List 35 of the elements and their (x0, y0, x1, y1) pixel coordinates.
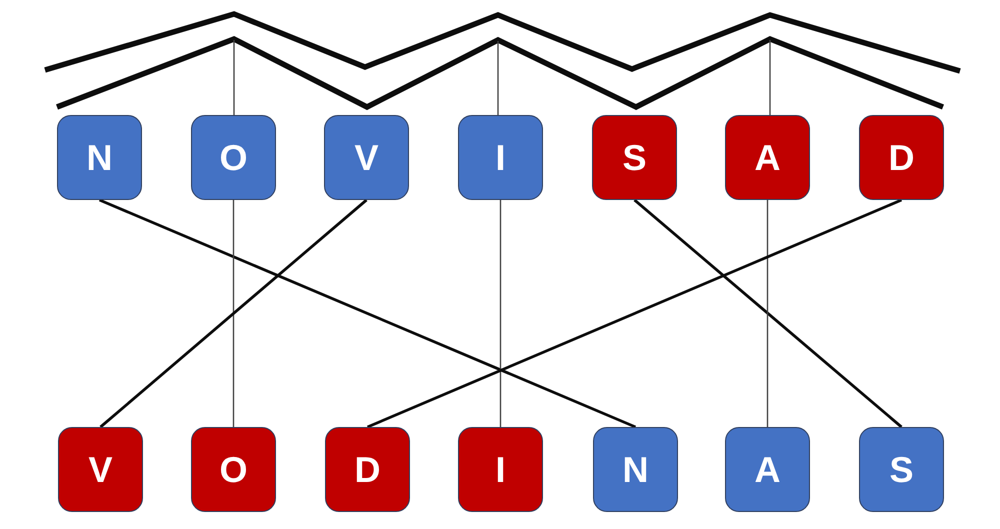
letter-tile (58, 427, 143, 512)
letter-tile (859, 115, 944, 200)
tile-letter: I (495, 452, 506, 488)
letter-tile (593, 427, 678, 512)
connector-line (98, 198, 636, 428)
connector-line (100, 198, 368, 428)
letter-tile (324, 115, 409, 200)
tile-letter: S (622, 140, 646, 176)
letter-tile (57, 115, 142, 200)
tile-letter: A (754, 140, 780, 176)
connector-line (634, 198, 902, 428)
tile-letter: N (86, 140, 112, 176)
connector-line (500, 200, 502, 427)
connector-line (766, 200, 768, 427)
tile-letter: V (88, 452, 112, 488)
tile-letter: V (354, 140, 378, 176)
tile-letter: O (219, 140, 248, 176)
tile-letter: S (889, 452, 914, 488)
letter-tile (725, 115, 810, 200)
tile-letter: D (888, 140, 914, 176)
letter-tile (458, 427, 543, 512)
tile-letter: D (354, 452, 380, 488)
letter-tile (859, 427, 944, 512)
letter-tile (191, 427, 276, 512)
letter-tile (725, 427, 810, 512)
tile-letter: I (495, 140, 506, 176)
letter-tile (458, 115, 543, 200)
tile-letter: A (754, 452, 780, 488)
tile-letter: N (622, 452, 648, 488)
connector-line (366, 198, 902, 428)
letter-tile (592, 115, 677, 200)
letter-tile (325, 427, 410, 512)
letter-tile (191, 115, 276, 200)
connector-line (232, 200, 234, 427)
tile-letter: O (219, 452, 248, 488)
